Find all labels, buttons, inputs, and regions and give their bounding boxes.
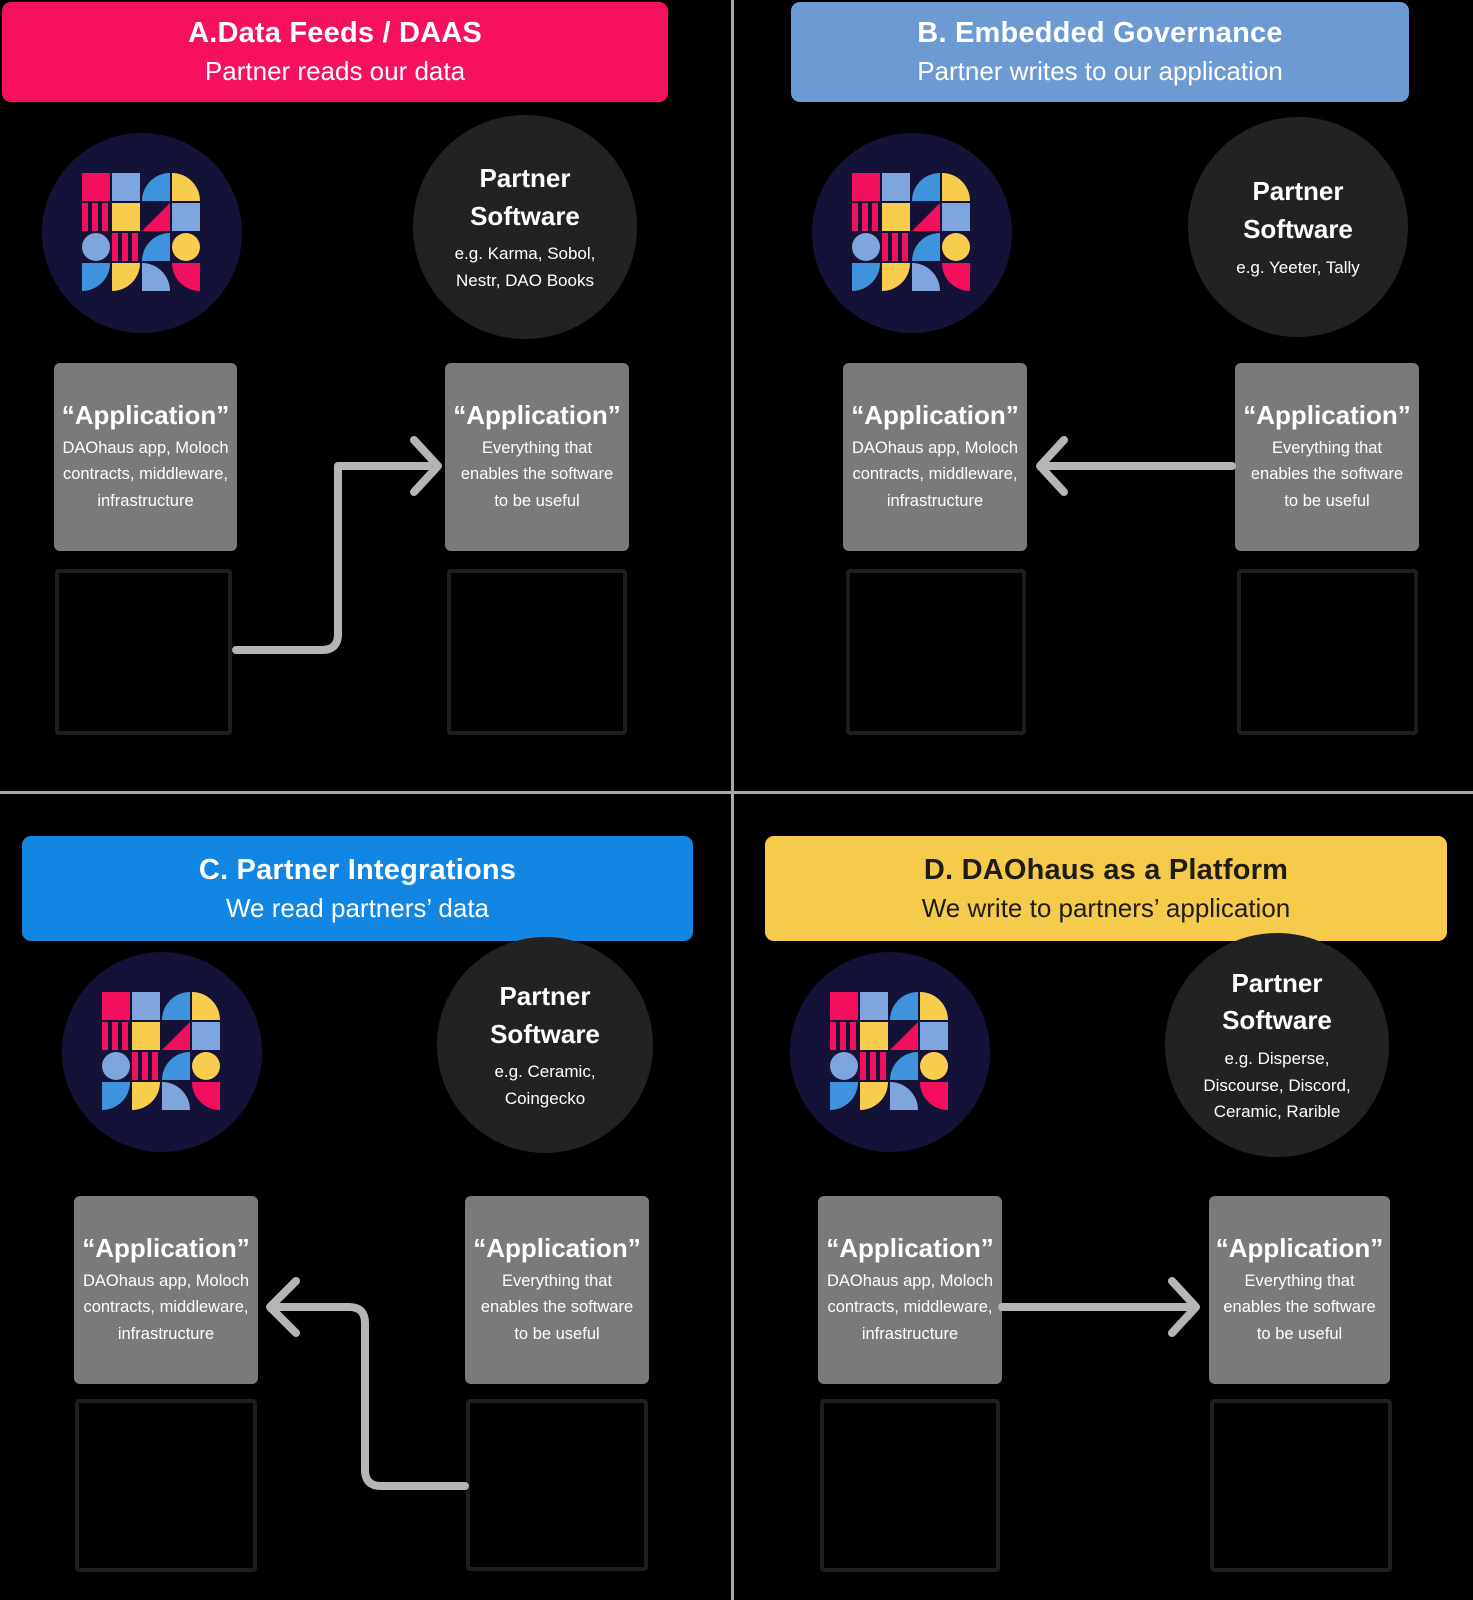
application-title: “Application” [453,399,621,430]
vertical-divider [731,0,734,1600]
header-data-feeds: A.Data Feeds / DAAS Partner reads our da… [2,2,668,102]
our-data-box [820,1399,1000,1572]
header-subtitle: We read partners’ data [225,892,490,923]
software-label: Software [490,1018,600,1049]
partner-software-circle: Partner Software e.g. Disperse, Discours… [1165,933,1389,1157]
application-title: “Application” [82,1232,250,1263]
application-description: Everything that enables the software to … [460,438,614,510]
our-data-box [75,1399,257,1572]
software-label: Software [1243,213,1353,244]
header-title: B. Embedded Governance [917,17,1283,49]
partner-label: Partner [499,980,591,1011]
application-description: DAOhaus app, Moloch contracts, middlewar… [826,1271,993,1343]
header-embedded-governance: B. Embedded Governance Partner writes to… [791,2,1409,102]
partner-examples: e.g. Disperse, Discourse, Discord, Ceram… [1203,1049,1351,1121]
application-title: “Application” [473,1232,641,1263]
partner-data-box [447,569,627,735]
partner-examples: e.g. Karma, Sobol, Nestr, DAO Books [454,244,596,290]
our-application-box: “Application” DAOhaus app, Moloch contra… [843,363,1027,551]
our-data-box [846,569,1026,735]
header-subtitle: Partner writes to our application [917,56,1283,86]
daohaus-logo-icon [812,133,1012,333]
header-daohaus-platform: D. DAOhaus as a Platform We write to par… [765,836,1447,941]
software-label: Software [1222,1005,1332,1036]
quadrant-partner-integrations: C. Partner Integrations We read partners… [0,792,733,1600]
partner-examples: e.g. Ceramic, Coingecko [494,1062,596,1108]
daohaus-logo-icon [62,952,262,1152]
partner-label: Partner [479,162,571,193]
partner-label: Partner [1231,967,1323,998]
software-label: Software [470,200,580,231]
daohaus-logo-icon [42,133,242,333]
partner-application-box: “Application” Everything that enables th… [1209,1196,1390,1384]
header-title: D. DAOhaus as a Platform [923,853,1289,886]
partner-data-box [1237,569,1418,735]
header-title: A.Data Feeds / DAAS [188,17,482,49]
header-title: C. Partner Integrations [198,853,517,886]
application-description: DAOhaus app, Moloch contracts, middlewar… [82,1271,249,1343]
application-title: “Application” [1243,399,1411,430]
header-subtitle: Partner reads our data [204,56,466,86]
partner-software-circle: Partner Software e.g. Yeeter, Tally [1188,117,1408,337]
header-subtitle: We write to partners’ application [921,892,1291,923]
application-description: Everything that enables the software to … [1223,1271,1376,1343]
partner-software-circle: Partner Software e.g. Ceramic, Coingecko [437,937,653,1153]
partner-application-box: “Application” Everything that enables th… [1235,363,1419,551]
horizontal-divider [0,791,1473,794]
partner-data-box [466,1399,648,1571]
quadrant-daohaus-platform: D. DAOhaus as a Platform We write to par… [733,792,1473,1600]
application-description: Everything that enables the software to … [480,1271,634,1343]
application-description: DAOhaus app, Moloch contracts, middlewar… [851,438,1018,510]
application-description: Everything that enables the software to … [1250,438,1404,510]
partner-examples: e.g. Yeeter, Tally [1236,257,1360,277]
partner-label: Partner [1252,176,1344,207]
application-title: “Application” [851,399,1019,430]
partner-software-circle: Partner Software e.g. Karma, Sobol, Nest… [413,115,637,339]
quadrant-embedded-governance: B. Embedded Governance Partner writes to… [733,0,1473,792]
header-partner-integrations: C. Partner Integrations We read partners… [22,836,693,941]
application-description: DAOhaus app, Moloch contracts, middlewar… [62,438,229,510]
application-title: “Application” [1215,1232,1384,1263]
our-application-box: “Application” DAOhaus app, Moloch contra… [54,363,237,551]
partner-application-box: “Application” Everything that enables th… [445,363,629,551]
partner-application-box: “Application” Everything that enables th… [465,1196,649,1384]
partner-data-box [1210,1399,1392,1572]
daohaus-logo-icon [790,952,990,1152]
application-title: “Application” [826,1232,994,1263]
our-data-box [55,569,232,735]
our-application-box: “Application” DAOhaus app, Moloch contra… [74,1196,258,1384]
application-title: “Application” [61,399,230,430]
quadrant-data-feeds: A.Data Feeds / DAAS Partner reads our da… [0,0,733,792]
our-application-box: “Application” DAOhaus app, Moloch contra… [818,1196,1002,1384]
